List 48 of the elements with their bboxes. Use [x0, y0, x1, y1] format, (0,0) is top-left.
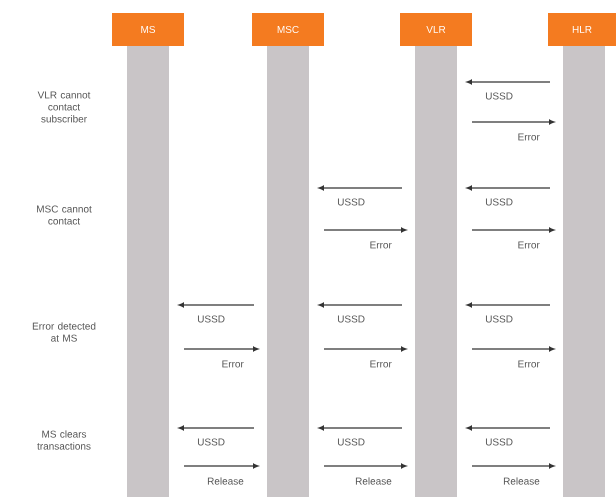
lifeline-header: MS [112, 13, 184, 46]
arrow [466, 302, 550, 308]
arrow [318, 426, 402, 430]
row-label: MSC cannot contact [37, 205, 92, 225]
edge-label: Release [206, 476, 245, 486]
arrow [184, 464, 258, 468]
arrow [324, 228, 406, 232]
arrow [472, 464, 554, 468]
arrow [472, 120, 554, 124]
arrow [184, 346, 258, 352]
edge-label: USSD [196, 437, 226, 447]
edge-label: USSD [484, 197, 514, 207]
lifeline-bar [127, 46, 169, 497]
edge-label: Error [220, 360, 245, 368]
edge-label: Error [368, 360, 393, 368]
arrow [466, 186, 550, 190]
lifeline-bar [563, 46, 605, 497]
edge-label: Error [516, 360, 541, 368]
edge-label: Release [354, 476, 393, 486]
edge-label: USSD [484, 314, 514, 324]
arrow [466, 80, 550, 84]
row-label: MS clears transactions [37, 430, 91, 450]
arrow [318, 302, 402, 308]
row-label: VLR cannot contact subscriber [38, 92, 90, 122]
arrow [324, 346, 406, 352]
lifeline-bar [267, 46, 309, 497]
edge-label: USSD [336, 437, 366, 447]
lifeline-header: VLR [400, 13, 472, 46]
edge-label: Release [502, 476, 541, 486]
arrow [472, 346, 554, 352]
edge-label: USSD [484, 437, 514, 447]
edge-label: Error [368, 240, 393, 250]
arrow [318, 186, 402, 190]
lifeline-bar [415, 46, 457, 497]
lifeline-header: HLR [548, 13, 616, 46]
arrow [324, 464, 406, 468]
arrow [178, 426, 254, 430]
edge-label: USSD [484, 91, 514, 101]
arrow [472, 228, 554, 232]
arrow [178, 302, 254, 308]
edge-label: USSD [336, 314, 366, 324]
edge-label: USSD [336, 197, 366, 207]
edge-label: Error [516, 240, 541, 250]
edge-label: USSD [196, 314, 226, 324]
row-label: Error detected at MS [32, 322, 96, 342]
arrow [466, 426, 550, 430]
edge-label: Error [516, 132, 541, 142]
lifeline-header: MSC [252, 13, 324, 46]
